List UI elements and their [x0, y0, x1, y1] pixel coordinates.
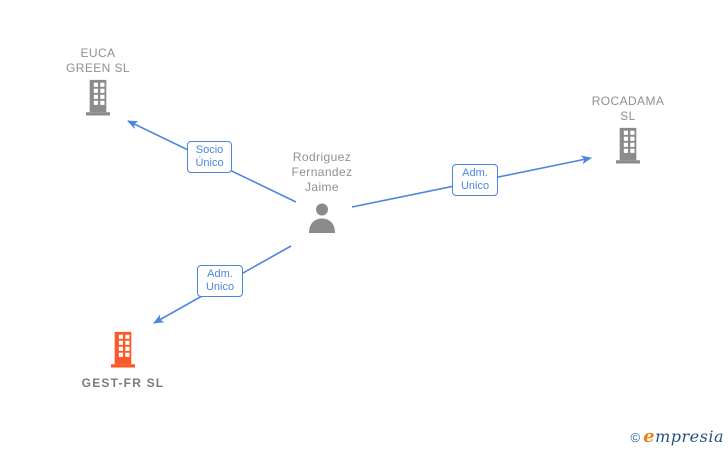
edge-label-line: Socio [195, 144, 224, 156]
building-icon-highlighted [109, 331, 137, 373]
edge-label-line: Unico [205, 281, 235, 293]
company-label-line: SL [620, 109, 636, 123]
company-label: GEST-FR SL [82, 376, 165, 391]
company-label-line: EUCA [80, 46, 116, 60]
node-company-rocadama[interactable]: ROCADAMA SL [568, 94, 688, 169]
company-label-line: ROCADAMA [591, 94, 665, 108]
company-label-line: GEST-FR SL [81, 376, 165, 390]
edge-label-line: Adm. [462, 167, 488, 179]
edge-label-socio-unico[interactable]: Socio Único [187, 141, 232, 173]
person-name-line: Jaime [304, 180, 339, 194]
edge-label-adm-unico-rocadama[interactable]: Adm. Unico [452, 164, 498, 196]
brand-wordmark: empresia [643, 426, 724, 447]
edge-label-adm-unico-gestfr[interactable]: Adm. Unico [197, 265, 243, 297]
company-label-line: GREEN SL [66, 61, 130, 75]
node-company-euca-green[interactable]: EUCA GREEN SL [38, 46, 158, 121]
edge-label-line: Unico [460, 180, 490, 192]
empresia-logo[interactable]: © empresia [631, 426, 724, 447]
edge-label-line: Único [195, 157, 224, 169]
edge-label-line: Adm. [207, 268, 233, 280]
brand-rest: mpresia [655, 427, 724, 446]
company-label: ROCADAMA SL [592, 94, 665, 124]
person-icon [306, 203, 338, 238]
brand-initial: e [643, 426, 656, 447]
person-name: Rodriguez Fernandez Jaime [292, 150, 353, 195]
node-person-rodriguez-fernandez-jaime[interactable]: Rodriguez Fernandez Jaime [262, 150, 382, 238]
person-name-line: Rodriguez [292, 150, 352, 164]
person-name-line: Fernandez [291, 165, 353, 179]
copyright-icon: © [630, 430, 641, 445]
company-label: EUCA GREEN SL [66, 46, 130, 76]
node-company-gest-fr[interactable]: GEST-FR SL [63, 331, 183, 391]
building-icon [84, 79, 112, 121]
building-icon [614, 127, 642, 169]
